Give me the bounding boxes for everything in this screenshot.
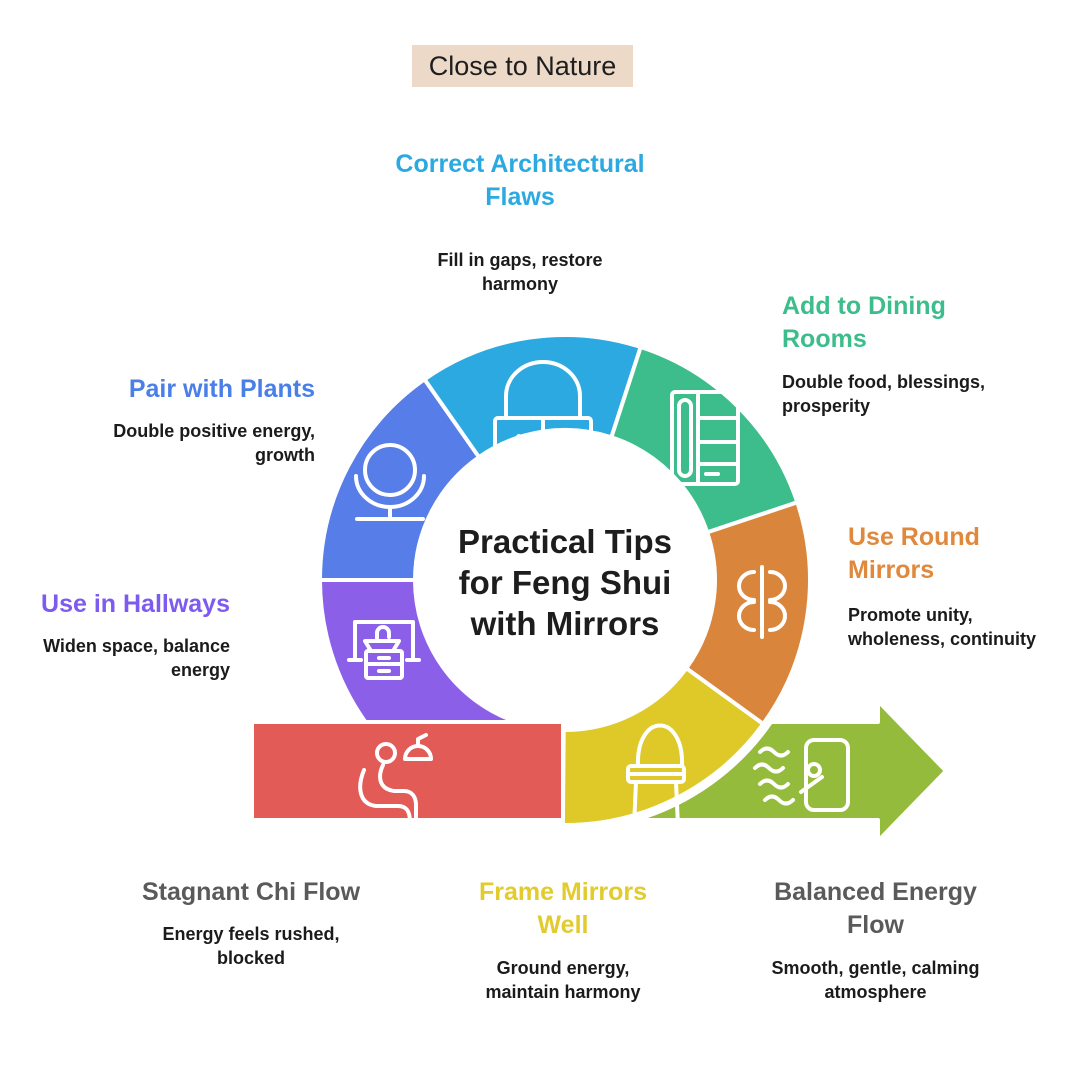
center-title-line: Practical Tips bbox=[457, 523, 672, 560]
tip-description: Fill in gaps, restore harmony bbox=[437, 250, 603, 294]
category-badge: Close to Nature bbox=[412, 45, 633, 87]
tip-correct-architectural-flaws: Correct Architectural Flaws Fill in gaps… bbox=[375, 148, 665, 296]
tip-title: Pair with Plants bbox=[128, 375, 315, 403]
tip-add-to-dining-rooms: Add to Dining Rooms Double food, blessin… bbox=[782, 290, 1002, 418]
dining-cabinet-icon bbox=[670, 390, 740, 486]
tip-description: Widen space, balance energy bbox=[43, 636, 230, 680]
diagram-center-title: Practical Tips for Feng Shui with Mirror… bbox=[415, 521, 715, 644]
tip-use-round-mirrors: Use Round Mirrors Promote unity, wholene… bbox=[848, 521, 1063, 651]
tip-description: Energy feels rushed, blocked bbox=[162, 924, 340, 968]
segment-stagnant-chi-flow bbox=[250, 720, 565, 822]
tip-stagnant-chi-flow: Stagnant Chi Flow Energy feels rushed, b… bbox=[121, 876, 381, 970]
tip-description: Double food, blessings, prosperity bbox=[782, 372, 986, 416]
tip-balanced-energy-flow: Balanced Energy Flow Smooth, gentle, cal… bbox=[748, 876, 1003, 1004]
tip-description: Promote unity, wholeness, continuity bbox=[848, 605, 1037, 649]
butterfly-icon bbox=[737, 565, 787, 639]
tip-title: Add to Dining Rooms bbox=[782, 292, 946, 353]
dressing-table-mirror-icon bbox=[493, 360, 593, 457]
tip-title: Use in Hallways bbox=[41, 590, 230, 618]
tip-title: Correct Architectural Flaws bbox=[395, 150, 645, 211]
tip-title: Balanced Energy Flow bbox=[774, 878, 977, 939]
segment-frame-mirrors-well bbox=[560, 666, 766, 828]
standing-round-mirror-icon bbox=[354, 443, 426, 521]
tip-frame-mirrors-well: Frame Mirrors Well Ground energy, mainta… bbox=[453, 876, 673, 1004]
tip-pair-with-plants: Pair with Plants Double positive energy,… bbox=[85, 373, 315, 467]
center-title-line: for Feng Shui bbox=[458, 564, 672, 601]
person-under-lamp-icon bbox=[358, 733, 433, 824]
tip-description: Ground energy, maintain harmony bbox=[485, 958, 641, 1002]
tip-title: Use Round Mirrors bbox=[848, 523, 980, 584]
energy-waves-mirror-icon bbox=[753, 738, 850, 812]
tip-description: Double positive energy, growth bbox=[113, 421, 315, 465]
tip-title: Frame Mirrors Well bbox=[478, 878, 648, 939]
tip-description: Smooth, gentle, calming atmosphere bbox=[771, 958, 980, 1002]
vanity-desk-mirror-icon bbox=[347, 620, 421, 680]
tip-title: Stagnant Chi Flow bbox=[141, 878, 361, 906]
tip-use-in-hallways: Use in Hallways Widen space, balance ene… bbox=[0, 588, 230, 682]
segment-add-to-dining-rooms bbox=[609, 345, 800, 535]
vanity-stool-icon bbox=[626, 723, 686, 828]
center-title-line: with Mirrors bbox=[470, 605, 660, 642]
